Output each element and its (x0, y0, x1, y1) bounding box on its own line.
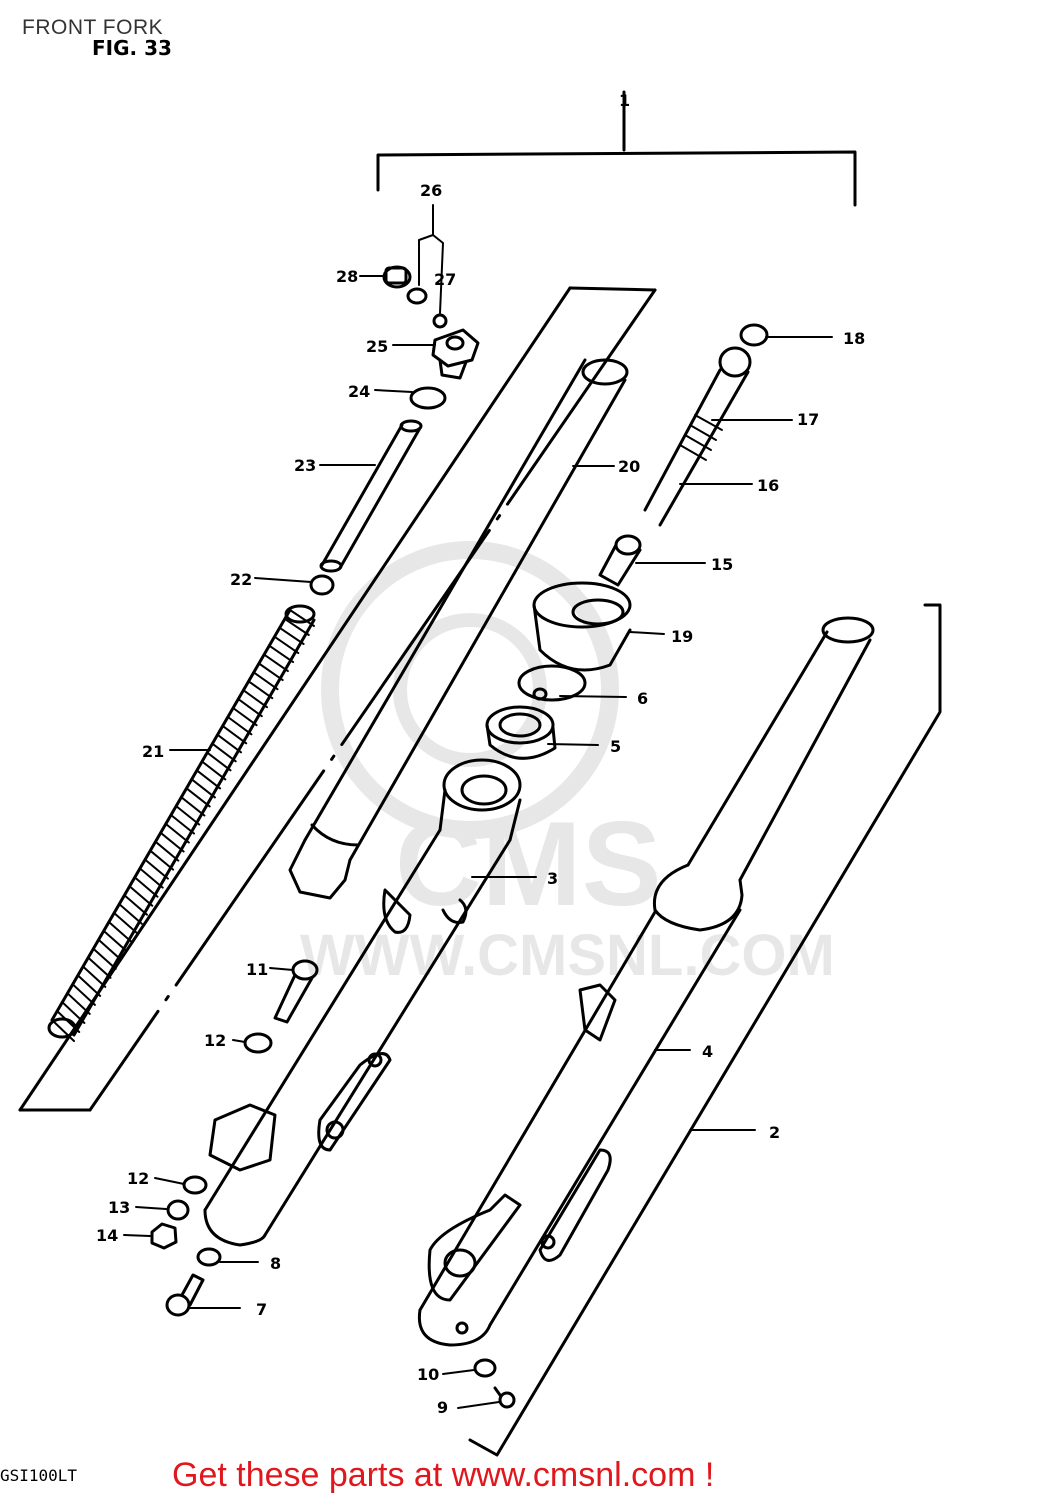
watermark-url: WWW.CMSNL.COM (300, 923, 835, 988)
bracket-2 (468, 603, 942, 1457)
callout-9: 9 (437, 1398, 448, 1417)
callout-22: 22 (230, 570, 252, 589)
part-4-right-outer-tube (417, 616, 875, 1347)
callout-24: 24 (348, 382, 370, 401)
part-5-oil-seal (485, 705, 557, 760)
callout-12a: 12 (204, 1031, 226, 1050)
callout-2: 2 (769, 1123, 780, 1142)
part-12-washer-b (182, 1175, 208, 1195)
callout-12b: 12 (127, 1169, 149, 1188)
part-8-washer (196, 1247, 222, 1267)
callout-labels: 1 26 28 27 25 24 23 22 21 20 18 17 16 15… (96, 91, 865, 1417)
callout-3: 3 (547, 869, 558, 888)
model-code: GSI100LT (0, 1466, 78, 1485)
callout-26: 26 (420, 181, 442, 200)
part-28-valve-cap (382, 265, 412, 289)
callout-1: 1 (619, 91, 630, 110)
callout-15: 15 (711, 555, 733, 574)
callout-16: 16 (757, 476, 779, 495)
part-23-spacer (319, 419, 423, 573)
part-14-nut (150, 1222, 178, 1250)
part-16-damper-rod (643, 346, 752, 527)
callout-19: 19 (671, 627, 693, 646)
part-6-circlip (517, 664, 587, 702)
part-21-spring (47, 604, 316, 1042)
part-13-spring-washer (166, 1199, 190, 1221)
figure-number: FIG. 33 (92, 36, 172, 60)
callout-17: 17 (797, 410, 819, 429)
callout-7: 7 (256, 1300, 267, 1319)
page-title: FRONT FORK (22, 16, 164, 39)
part-22-washer (309, 574, 335, 596)
callout-25: 25 (366, 337, 388, 356)
callout-10: 10 (417, 1365, 439, 1384)
part-9-screw (493, 1386, 516, 1409)
callout-11: 11 (246, 960, 268, 979)
footer-cta-link[interactable]: Get these parts at www.cmsnl.com ! (172, 1456, 715, 1494)
watermark-brand: CMS (395, 797, 662, 931)
callout-23: 23 (294, 456, 316, 475)
part-7-drain-bolt (165, 1273, 205, 1317)
callout-20: 20 (618, 457, 640, 476)
callout-14: 14 (96, 1226, 118, 1245)
callout-28: 28 (336, 267, 358, 286)
callout-4: 4 (702, 1042, 713, 1061)
callout-5: 5 (610, 737, 621, 756)
part-24-o-ring (409, 386, 447, 410)
callout-27: 27 (434, 270, 456, 289)
callout-6: 6 (637, 689, 648, 708)
callout-18: 18 (843, 329, 865, 348)
part-3-left-outer-tube (203, 758, 522, 1247)
callout-21: 21 (142, 742, 164, 761)
cms-watermark: CMS WWW.CMSNL.COM (300, 541, 835, 988)
callout-8: 8 (270, 1254, 281, 1273)
part-12-washer-a (243, 1032, 273, 1054)
leader-lines (123, 204, 833, 1409)
part-10-washer (473, 1358, 497, 1378)
bracket-1 (376, 90, 857, 207)
callout-13: 13 (108, 1198, 130, 1217)
part-15-rod-piece (598, 534, 642, 587)
part-25-cap-bolt (431, 328, 480, 380)
parts-drawing (18, 90, 942, 1457)
part-18-ring (739, 323, 769, 347)
part-27-valve (406, 287, 448, 329)
inner-group-outline (18, 286, 657, 1112)
part-20-inner-tube (288, 358, 629, 900)
